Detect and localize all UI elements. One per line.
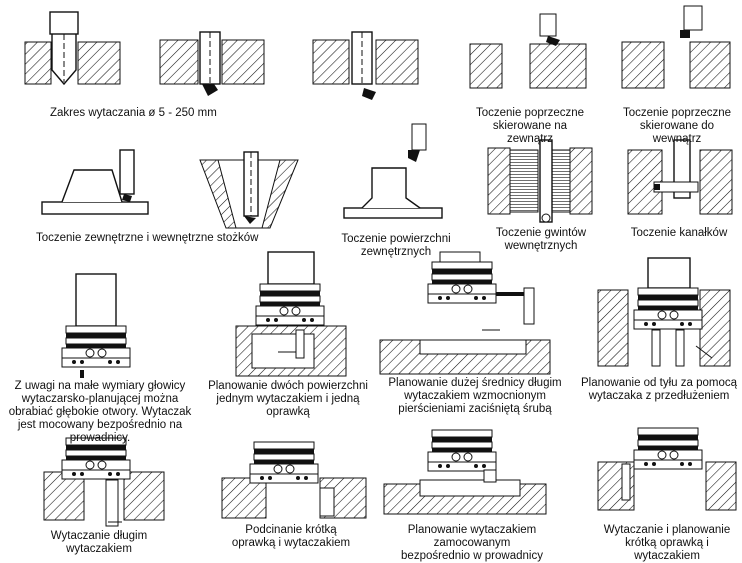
caption-two-faces: Planowanie dwóch powierzchni jednym wyta… [208,380,368,418]
fig-facing-in-slide [383,429,547,515]
fig-deep-hole [61,273,131,378]
caption-facing-in-slide: Planowanie wytaczakiem zamocowanym bezpo… [401,524,543,562]
fig-cone-internal [199,151,299,229]
caption-boring-range: Zakres wytaczania ø 5 - 250 mm [50,107,217,119]
caption-groove-turning: Toczenie kanałków [630,227,728,239]
caption-cone-turning: Toczenie zewnętrzne i wewnętrzne stożków [36,232,259,244]
caption-external-turning: Toczenie powierzchni zewnętrznych [341,233,451,258]
caption-deep-hole: Z uwagi na małe wymiary głowicy wytaczar… [8,380,192,444]
fig-face-outward [469,13,587,89]
fig-boring-range [24,11,121,86]
fig-undercut [221,441,367,519]
fig-back-facing [597,257,731,367]
fig-boring-2 [159,31,265,96]
fig-thread-turning [487,139,593,223]
fig-two-faces [235,251,347,377]
caption-face-inward: Toczenie poprzeczne skierowane do wewnąt… [622,107,732,145]
fig-cone-turning [41,149,149,215]
fig-external-turning [343,123,443,219]
caption-back-facing: Planowanie od tyłu za pomocą wytaczaka z… [581,377,737,402]
fig-boring-facing [597,427,737,511]
caption-long-boring: Wytaczanie długim wytaczakiem [50,530,148,555]
fig-groove-turning [627,139,733,215]
caption-face-outward: Toczenie poprzeczne skierowane na zewnąt… [475,107,585,145]
fig-boring-3 [312,31,419,100]
fig-face-inward [621,5,731,89]
caption-undercut: Podcinanie krótką oprawką i wytaczakiem [231,524,351,549]
caption-thread-turning: Toczenie gwintów wewnętrznych [495,227,587,252]
feed-arrows [108,329,713,523]
caption-large-diameter: Planowanie dużej średnicy długim wytacza… [388,377,562,415]
fig-large-diameter [379,251,551,375]
caption-boring-facing: Wytaczanie i planowanie krótką oprawką i… [603,524,731,562]
fig-long-boring [43,437,165,527]
